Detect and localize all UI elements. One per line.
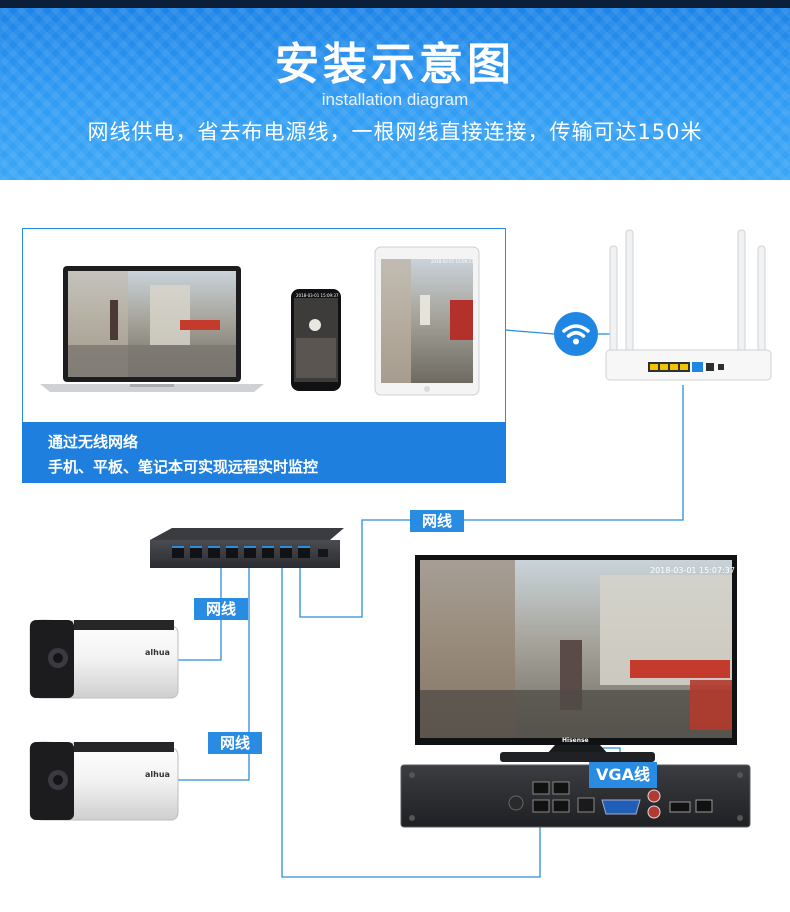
line-switch-to-nvr	[281, 558, 541, 878]
label-cable-camera1: 网线	[194, 598, 248, 620]
wireless-caption-line2: 手机、平板、笔记本可实现远程实时监控	[48, 458, 319, 476]
wireless-caption-line1: 通过无线网络	[48, 433, 139, 451]
network-switch	[150, 528, 344, 568]
camera-2-brand: alhua	[145, 770, 170, 779]
tablet: 2018-03-01 15:09:37	[374, 246, 480, 396]
wireless-caption: 通过无线网络 手机、平板、笔记本可实现远程实时监控	[22, 422, 506, 483]
phone-timestamp: 2018-03-01 15:09:37	[296, 293, 339, 298]
label-vga-cable: VGA线	[589, 762, 657, 788]
tablet-timestamp: 2018-03-01 15:09:37	[431, 259, 474, 264]
line-router-to-switch	[299, 385, 684, 618]
header-banner: 安装示意图 installation diagram 网线供电，省去布电源线，一…	[0, 0, 790, 180]
line-switch-to-camera2	[178, 558, 250, 781]
camera-1-brand: alhua	[145, 648, 170, 657]
monitor-brand: Hisense	[562, 737, 589, 744]
monitor-timestamp: 2018-03-01 15:07:37	[650, 566, 735, 575]
header-top-strip	[0, 0, 790, 8]
nvr-recorder	[400, 764, 751, 828]
wifi-icon	[562, 324, 590, 345]
line-box-to-wifi	[504, 329, 555, 335]
subtitle-english: installation diagram	[321, 90, 469, 109]
page-title: 安装示意图	[275, 39, 515, 90]
monitor: 2018-03-01 15:07:37 Hisense	[415, 555, 737, 762]
camera-1: alhua	[29, 619, 179, 699]
router	[605, 229, 772, 381]
wifi-badge	[554, 312, 598, 356]
laptop	[40, 266, 264, 392]
label-cable-camera2: 网线	[208, 732, 262, 754]
phone: 2018-03-01 15:09:37	[291, 289, 341, 391]
line-switch-to-camera1	[178, 558, 222, 661]
camera-2: alhua	[29, 741, 179, 821]
subtitle-chinese: 网线供电，省去布电源线，一根网线直接连接，传输可达150米	[87, 120, 703, 144]
label-cable-top: 网线	[410, 510, 464, 532]
